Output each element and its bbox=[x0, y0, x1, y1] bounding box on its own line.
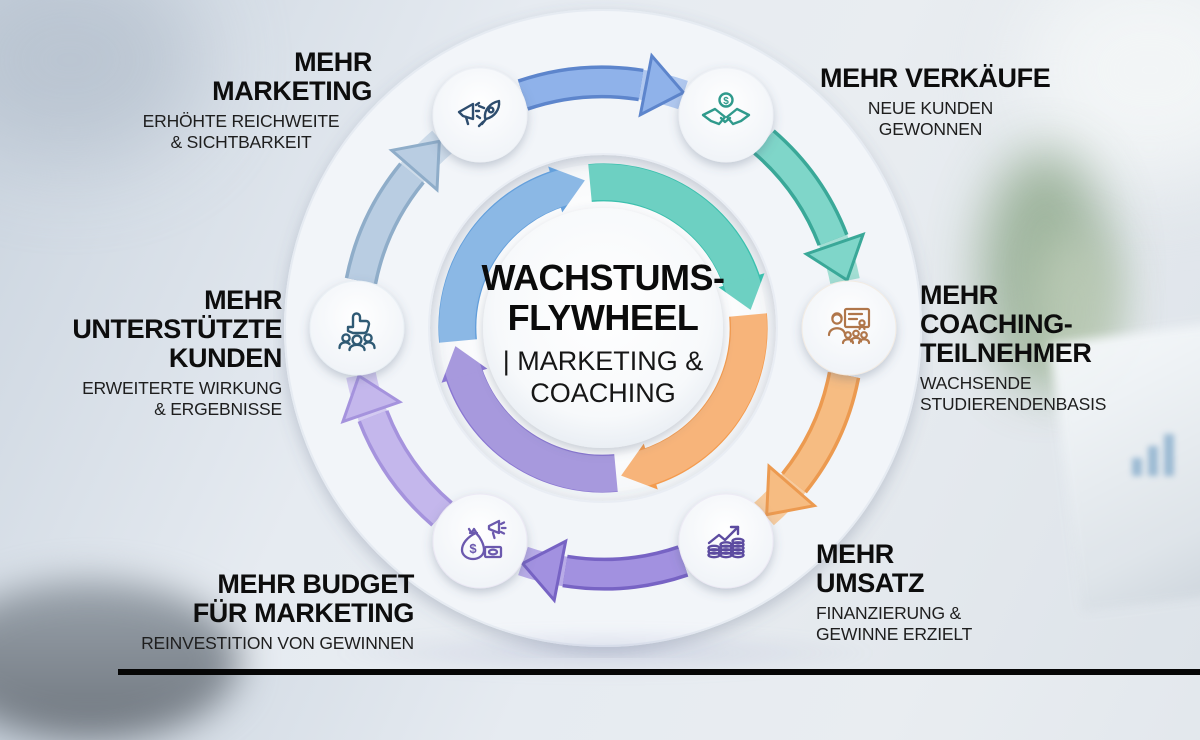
center-subtitle: | MARKETING & COACHING bbox=[502, 346, 704, 409]
thumbsup-people-icon bbox=[309, 280, 405, 376]
handshake-dollar-icon: $ bbox=[678, 67, 774, 163]
node-mehr-unterstuetzte-kunden: MEHR UNTERSTÜTZTE KUNDEN ERWEITERTE WIRK… bbox=[58, 285, 282, 420]
outer-arrow-umsatz-to-budget bbox=[520, 538, 689, 604]
center-disc bbox=[483, 208, 723, 448]
node-title: MEHR VERKÄUFE bbox=[820, 63, 1051, 93]
node-subtitle: ERHÖHTE REICHWEITE & SICHTBARKEIT bbox=[142, 111, 340, 152]
outer-arrow-budget-to-kunden bbox=[340, 373, 453, 527]
node-subtitle: WACHSENDE STUDIERENDENBASIS bbox=[920, 373, 1107, 415]
megaphone-rocket-icon bbox=[432, 67, 528, 163]
node-subtitle: ERWEITERTE WIRKUNG & ERGEBNISSE bbox=[82, 378, 282, 420]
center-title-line1: WACHSTUMS- bbox=[481, 257, 725, 298]
node-subtitle: FINANZIERUNG & GEWINNE ERZIELT bbox=[816, 603, 973, 644]
node-title: MEHR COACHING- TEILNEHMER bbox=[920, 280, 1092, 369]
inner-arrow-orange bbox=[639, 313, 768, 487]
center-title-line2: FLYWHEEL bbox=[507, 296, 699, 338]
node-title: MEHR UMSATZ bbox=[816, 539, 925, 599]
inner-arrowhead-orange bbox=[621, 443, 658, 490]
outer-arrows bbox=[340, 52, 866, 604]
node-title: MEHR UNTERSTÜTZTE KUNDEN bbox=[72, 285, 282, 374]
inner-ring-sheen bbox=[439, 164, 767, 492]
node-mehr-umsatz: MEHR UMSATZ FINANZIERUNG & GEWINNE ERZIE… bbox=[816, 539, 1036, 645]
dollar-sign: $ bbox=[723, 96, 729, 107]
node-title: MEHR MARKETING bbox=[212, 47, 372, 107]
inner-arrow-blue bbox=[438, 169, 567, 343]
arrowhead-blue bbox=[638, 52, 686, 118]
node-mehr-verkaeufe: MEHR VERKÄUFE NEUE KUNDEN GEWONNEN bbox=[820, 63, 1060, 139]
node-subtitle: NEUE KUNDEN GEWONNEN bbox=[867, 98, 994, 139]
arrowhead-lavender bbox=[340, 373, 404, 424]
flywheel-diagram: $ bbox=[284, 9, 922, 647]
dollar-sign: $ bbox=[469, 541, 477, 556]
node-subtitle: REINVESTITION VON GEWINNEN bbox=[141, 633, 414, 654]
inner-arrow-purple bbox=[444, 364, 618, 493]
arrowhead-purple bbox=[520, 538, 568, 604]
inner-arrowhead-purple bbox=[441, 346, 488, 383]
trainer-certificate-icon bbox=[801, 280, 897, 376]
arrowhead-steel bbox=[388, 139, 441, 193]
outer-arrow-verkaeufe-to-coaching bbox=[753, 129, 866, 283]
node-mehr-coaching-teilnehmer: MEHR COACHING- TEILNEHMER WACHSENDE STUD… bbox=[920, 280, 1150, 415]
outer-arrow-kunden-to-marketing bbox=[344, 139, 441, 285]
inner-ring-arrows bbox=[438, 163, 768, 493]
flywheel-center-label: WACHSTUMS- FLYWHEEL | MARKETING & COACHI… bbox=[448, 258, 758, 410]
inner-arrowhead-teal bbox=[718, 273, 765, 310]
laptop-screen-chart bbox=[1128, 430, 1188, 476]
inner-arrowhead-blue bbox=[548, 166, 585, 213]
node-mehr-budget: MEHR BUDGET FÜR MARKETING REINVESTITION … bbox=[130, 569, 415, 654]
node-mehr-marketing: MEHR MARKETING ERHÖHTE REICHWEITE & SICH… bbox=[110, 47, 373, 153]
arrowhead-teal bbox=[802, 232, 866, 283]
inner-arrow-teal bbox=[588, 163, 762, 292]
arrowhead-orange bbox=[765, 463, 818, 517]
outer-arrow-marketing-to-verkaeufe bbox=[517, 52, 686, 118]
node-title: MEHR BUDGET FÜR MARKETING bbox=[192, 569, 415, 629]
outer-arrow-coaching-to-umsatz bbox=[765, 371, 861, 517]
letterbox-bar bbox=[118, 669, 1200, 675]
growth-coins-icon bbox=[678, 493, 774, 589]
moneybag-megaphone-icon: $ bbox=[432, 493, 528, 589]
